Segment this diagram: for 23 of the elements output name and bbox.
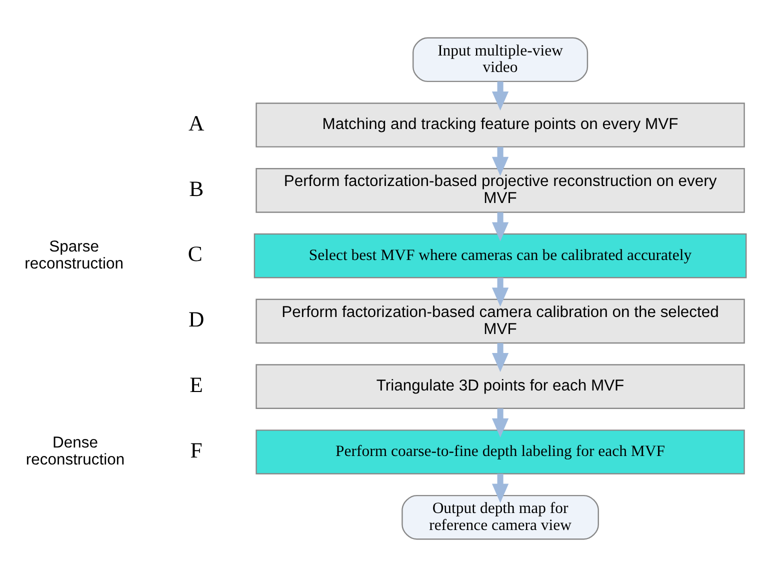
arrow	[492, 146, 509, 176]
node-label: F	[190, 438, 202, 462]
node-box: Input multiple-view video	[412, 37, 588, 82]
arrow	[492, 408, 509, 438]
node-label: A	[188, 111, 204, 136]
label: Dense reconstruction	[26, 434, 125, 469]
node-label: B	[189, 176, 204, 201]
node-box: Select best MVF where cameras can be calibrated accurately	[254, 233, 747, 278]
node-label: C	[188, 242, 202, 266]
arrow	[492, 343, 509, 372]
label: Sparse reconstruction	[24, 238, 124, 272]
node-box: Perform factorization-based projective reconstruction on every MVF	[256, 168, 745, 213]
node-box: Perform coarse-to-fine depth labeling for each MVF	[256, 430, 745, 474]
node-box: Output depth map for reference camera view	[402, 494, 599, 540]
arrow	[492, 81, 509, 110]
node-box: Triangulate 3D points for each MVF	[256, 364, 745, 409]
node-box: Matching and tracking feature points on every MVF	[256, 102, 745, 148]
node-box: Perform factorization-based camera calibration on the selected MVF	[256, 298, 745, 344]
node-label: E	[190, 372, 204, 397]
arrow	[492, 474, 509, 503]
arrow	[492, 212, 509, 242]
arrow	[492, 278, 509, 307]
node-label: D	[188, 308, 204, 332]
